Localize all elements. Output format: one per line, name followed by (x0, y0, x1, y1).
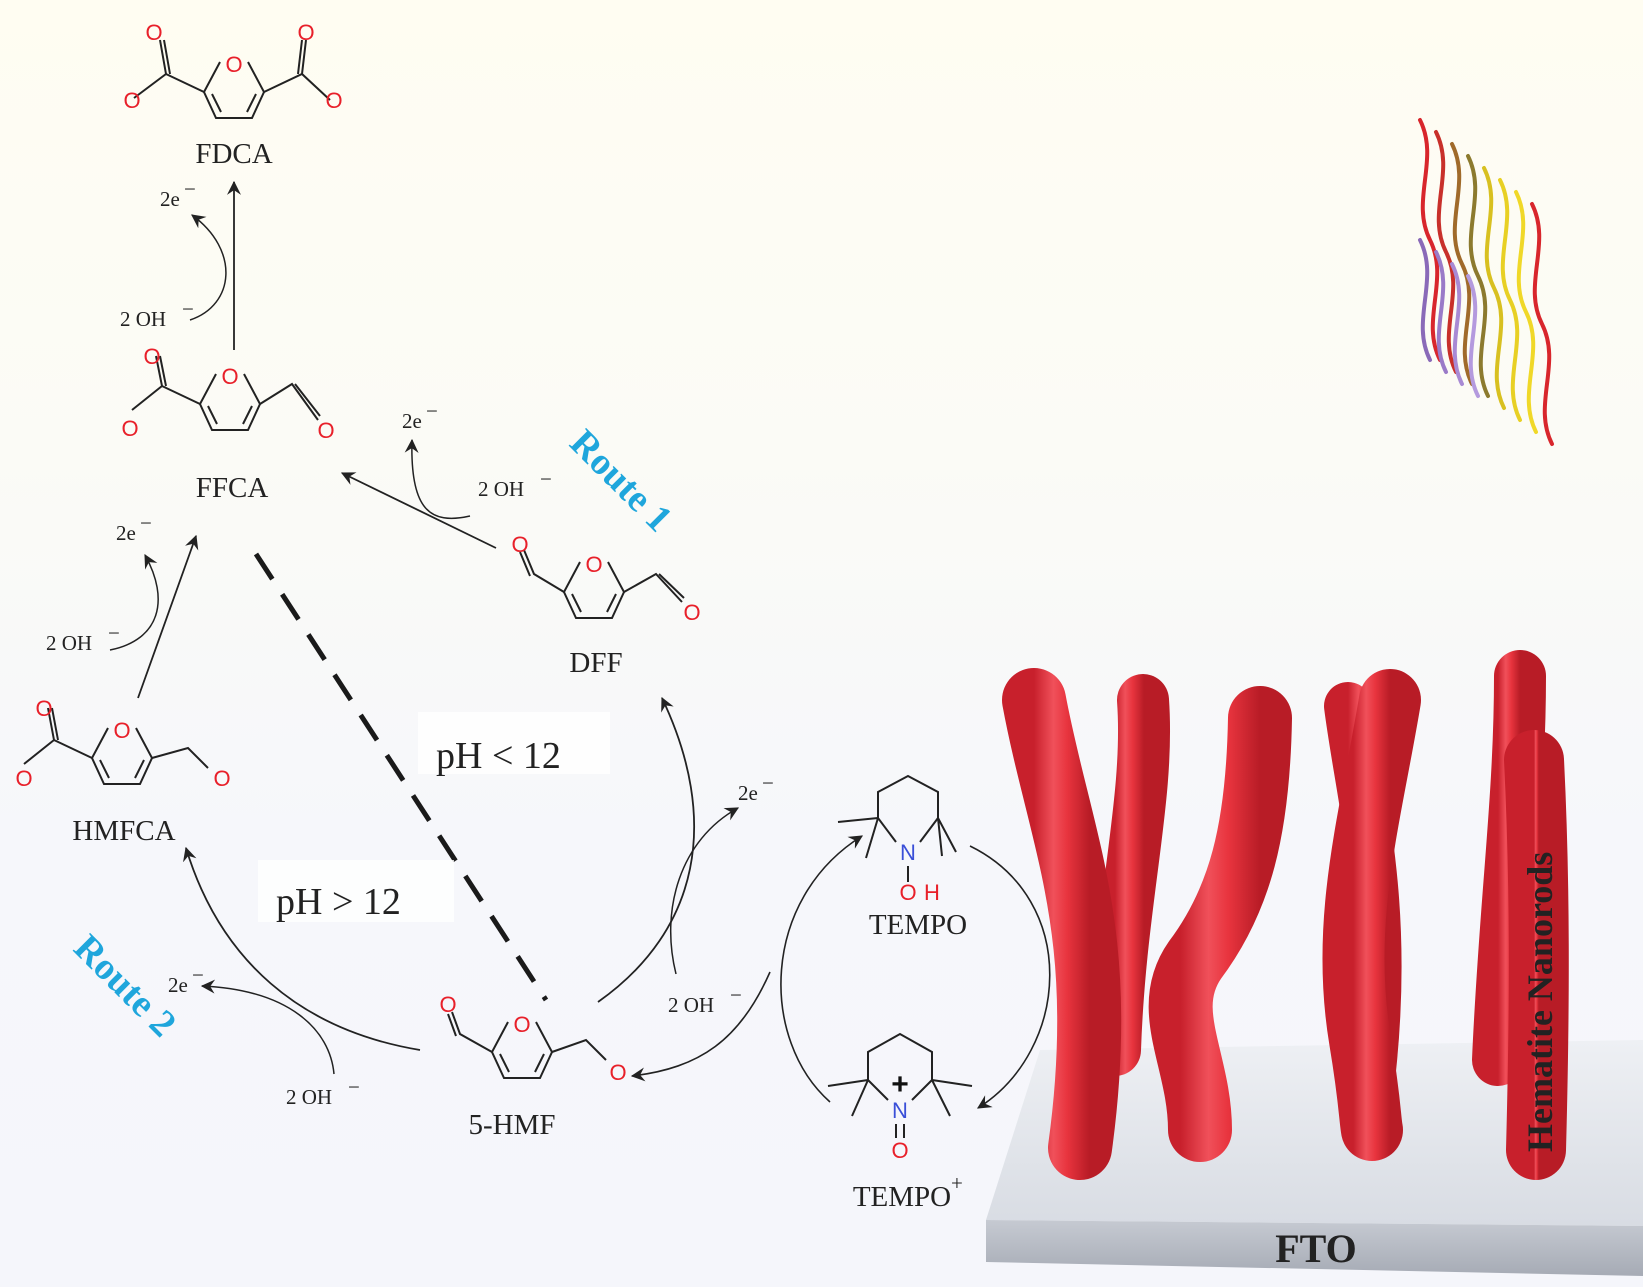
atom-o: O (113, 718, 130, 743)
label-hydroxide: 2 OH (120, 307, 166, 331)
label-fdca: FDCA (195, 138, 272, 170)
atom-n: N (892, 1098, 908, 1123)
label-electron-sup: − (184, 177, 196, 201)
fto-substrate: FTO (986, 1040, 1643, 1276)
label-minus: − (182, 297, 194, 321)
nanorod (1322, 669, 1421, 1161)
atom-o: O (225, 52, 242, 77)
atom-o: O (899, 880, 916, 905)
label-route-1: Route 1 (562, 422, 681, 541)
atom-o: O (221, 364, 238, 389)
label-ffca: FFCA (196, 472, 269, 504)
arrow-electron-release (669, 807, 740, 975)
arrow-tempo-to-tempoplus (969, 845, 1051, 1109)
atom-o: O (609, 1060, 626, 1085)
molecule-dff: O O O DFF (511, 532, 700, 679)
arrow-dff-to-ffca (340, 472, 497, 549)
label-electrons: 2e (116, 521, 136, 545)
label-minus: − (730, 983, 742, 1007)
route-divider (253, 552, 549, 1002)
arrow-hmf-to-hmfca (183, 846, 421, 1051)
atom-o: O (15, 766, 32, 791)
label-tempo-plus: TEMPO (853, 1181, 951, 1213)
atom-o: O (121, 416, 138, 441)
decorative-ribbon-logo (1418, 118, 1554, 446)
molecule-hmfca: O O O O HMFCA (15, 696, 230, 847)
label-electrons: 2e (738, 781, 758, 805)
molecule-5-hmf: O O O 5-HMF (439, 992, 626, 1141)
label-tempo-plus-sup: + (951, 1171, 963, 1195)
arrow-hmf-to-dff (597, 696, 695, 1003)
hematite-nanorods (1002, 650, 1569, 1180)
atom-o: O (585, 552, 602, 577)
label-fto: FTO (1275, 1226, 1357, 1271)
nanorod (1002, 668, 1122, 1180)
charge-plus: + (891, 1068, 909, 1101)
atom-o: O (145, 20, 162, 45)
label-minus: − (540, 467, 552, 491)
nanorod (1504, 730, 1569, 1180)
atom-h: H (924, 880, 940, 905)
label-route-2: Route 2 (66, 927, 185, 1046)
label-hydroxide: 2 OH (286, 1085, 332, 1109)
molecule-fdca: O O O O O FDCA (123, 20, 342, 170)
label-minus: − (348, 1075, 360, 1099)
ph-low-box (418, 712, 610, 774)
molecule-ffca: O O O O FFCA (121, 344, 334, 504)
arrow-electron-release (189, 214, 227, 321)
atom-o: O (439, 992, 456, 1017)
nanorod (1148, 686, 1292, 1162)
label-electron-sup: − (192, 963, 204, 987)
label-ph-high: pH > 12 (276, 881, 401, 923)
label-electron-sup: − (762, 771, 774, 795)
label-electron-sup: − (426, 399, 438, 423)
arrow-electron-release (109, 553, 159, 651)
label-tempo: TEMPO (869, 909, 967, 941)
label-electron-sup: − (140, 511, 152, 535)
label-hematite-nanorods: Hematite Nanorods (1520, 852, 1560, 1152)
atom-o: O (683, 600, 700, 625)
label-electrons: 2e (168, 973, 188, 997)
label-5-hmf: 5-HMF (468, 1109, 555, 1141)
atom-o: O (317, 418, 334, 443)
arrow-hmfca-to-ffca (137, 534, 199, 699)
atom-n: N (900, 840, 916, 865)
atom-o: O (891, 1138, 908, 1163)
label-dff: DFF (569, 647, 622, 679)
ph-high-box (258, 860, 454, 922)
molecule-tempo-plus: + N O TEMPO + (827, 1032, 973, 1213)
label-hydroxide: 2 OH (668, 993, 714, 1017)
arrow-tempoplus-oxidizes-hmf (630, 971, 771, 1082)
label-hydroxide: 2 OH (478, 477, 524, 501)
atom-o: O (297, 20, 314, 45)
label-electrons: 2e (160, 187, 180, 211)
atom-o: O (325, 88, 342, 113)
atom-o: O (513, 1012, 530, 1037)
atom-o: O (123, 88, 140, 113)
atom-o: O (143, 344, 160, 369)
arrow-electron-release (404, 438, 471, 520)
label-minus: − (108, 621, 120, 645)
arrow-tempoplus-to-tempo (780, 835, 863, 1103)
label-electrons: 2e (402, 409, 422, 433)
arrow-electron-release (200, 979, 335, 1075)
label-hmfca: HMFCA (72, 815, 175, 847)
label-hydroxide: 2 OH (46, 631, 92, 655)
atom-o: O (511, 532, 528, 557)
molecule-tempo: N O H TEMPO (837, 774, 967, 941)
atom-o: O (35, 696, 52, 721)
atom-o: O (213, 766, 230, 791)
label-ph-low: pH < 12 (436, 735, 561, 777)
